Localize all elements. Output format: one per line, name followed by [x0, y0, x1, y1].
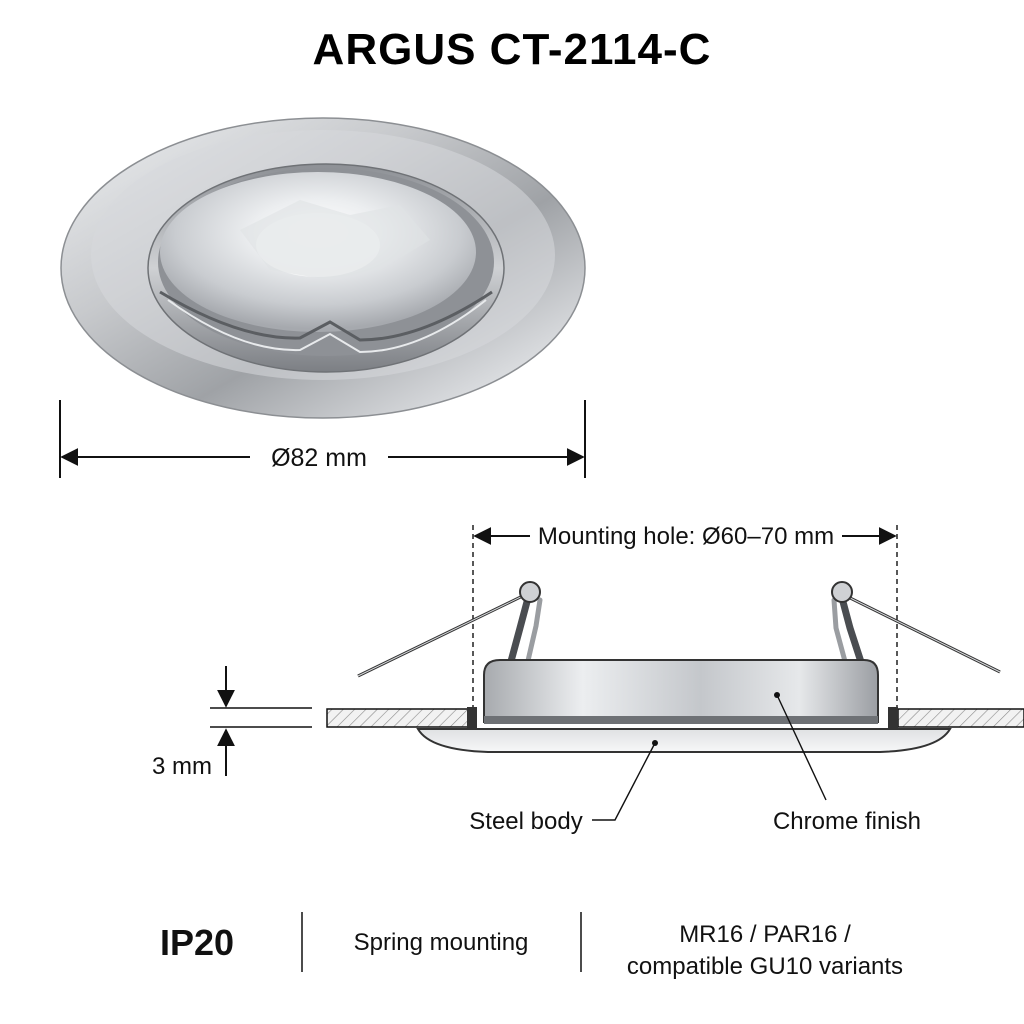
- lamp-compatibility-line2: compatible GU10 variants: [627, 953, 903, 980]
- cross-section: [326, 581, 1024, 753]
- chrome-finish-callout: Chrome finish: [773, 692, 921, 835]
- chrome-finish-label: Chrome finish: [773, 808, 921, 835]
- mounting-hole-dimension: Mounting hole: Ø60–70 mm: [472, 523, 898, 722]
- mounting-hole-label: Mounting hole: Ø60–70 mm: [538, 523, 834, 550]
- diameter-label: Ø82 mm: [271, 444, 367, 472]
- mounting-type: Spring mounting: [354, 929, 529, 956]
- steel-body-label: Steel body: [469, 808, 582, 835]
- spec-strip: IP20 Spring mounting MR16 / PAR16 / comp…: [160, 912, 903, 980]
- thickness-label: 3 mm: [152, 753, 212, 780]
- page-title: ARGUS CT-2114-C: [313, 25, 712, 74]
- diameter-dimension: Ø82 mm: [59, 400, 586, 478]
- lamp-compatibility-line1: MR16 / PAR16 /: [679, 921, 851, 948]
- downlight-photo: [60, 117, 586, 419]
- thickness-dimension: 3 mm: [152, 666, 312, 780]
- ip-rating: IP20: [160, 922, 234, 963]
- steel-body-callout: Steel body: [469, 740, 658, 835]
